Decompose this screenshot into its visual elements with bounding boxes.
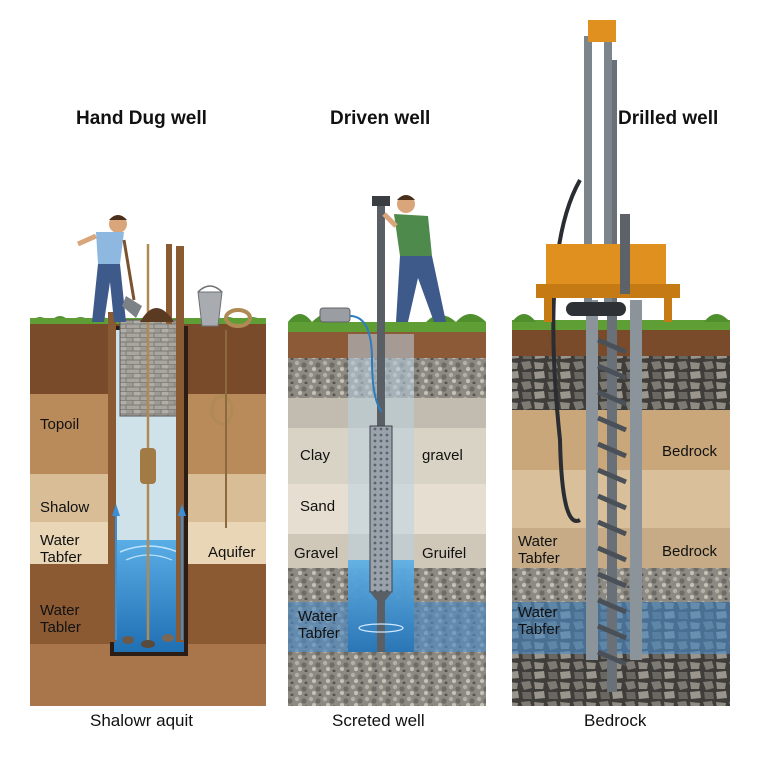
drilled-well-caption: Bedrock xyxy=(584,711,647,730)
label-sand: Sand xyxy=(300,498,336,515)
label-bedrock-upper: Bedrock xyxy=(662,443,718,460)
driving-worker xyxy=(382,195,446,322)
label-clay: Clay xyxy=(300,447,331,464)
label-shallow: Shalow xyxy=(40,499,90,516)
label-water-table-lower-drilled: Water Tabfer xyxy=(518,604,560,638)
label-gruifel: Gruifel xyxy=(422,545,467,562)
driven-well-caption: Screted well xyxy=(332,711,425,730)
drilled-well-panel xyxy=(512,20,730,706)
driven-well-title: Driven well xyxy=(330,108,431,129)
drilled-well-title: Drilled well xyxy=(618,108,719,129)
label-gravel-right: gravel xyxy=(422,447,463,464)
label-water-table-upper-drilled: Water Tabfer xyxy=(518,533,560,567)
label-gravel-left: Gravel xyxy=(294,545,339,562)
label-topsoil: Topoil xyxy=(40,416,80,433)
label-water-table-upper: Water Tabfer xyxy=(40,532,82,566)
digging-worker xyxy=(76,215,142,322)
label-water-table-lower: Water Tabler xyxy=(40,602,81,636)
hand-dug-well-panel xyxy=(30,215,266,706)
driven-well-panel xyxy=(288,195,486,706)
label-bedrock-lower: Bedrock xyxy=(662,543,718,560)
hand-dug-well-caption: Shalowr aquit xyxy=(90,711,194,730)
hand-dug-well-title: Hand Dug well xyxy=(76,108,207,129)
label-aquifer: Aquifer xyxy=(208,544,256,561)
label-water-table: Water Tabfer xyxy=(298,608,340,642)
